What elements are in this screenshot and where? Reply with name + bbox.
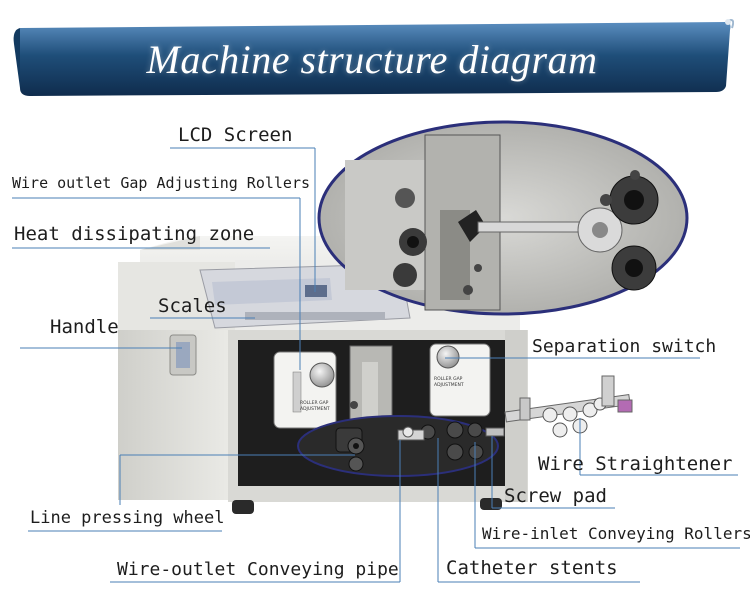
wire-straightener	[504, 375, 633, 438]
magnifier-loupe	[317, 120, 689, 316]
gap-adjust-knob-left	[309, 362, 335, 388]
label-separation-switch: Separation switch	[532, 336, 717, 357]
lcd-screen	[305, 285, 327, 297]
separation-switch	[436, 345, 460, 369]
roller-zoom-oval	[297, 415, 499, 477]
label-wire-outlet-pipe: Wire-outlet Conveying pipe	[117, 559, 399, 580]
wire-inlet-rollers	[420, 421, 484, 461]
scale-strip	[245, 312, 385, 320]
label-wire-inlet-rollers: Wire-inlet Conveying Rollers	[482, 524, 750, 543]
knob-left-line1: ROLLER GAP	[300, 400, 329, 406]
knob-left-line2: ADJUSTMENT	[300, 406, 330, 412]
label-wire-straightener: Wire Straightener	[538, 453, 733, 475]
label-wire-outlet-gap-rollers: Wire outlet Gap Adjusting Rollers	[12, 174, 311, 192]
label-lcd-screen: LCD Screen	[178, 124, 293, 146]
label-screw-pad: Screw pad	[504, 485, 607, 507]
banner-ribbon	[13, 19, 735, 96]
label-catheter-stents: Catheter stents	[446, 557, 618, 579]
page-title: Machine structure diagram	[146, 37, 598, 82]
gap-adjust-plate-left	[273, 351, 337, 429]
knob-right-line2: ADJUSTMENT	[434, 382, 464, 388]
title-banner: Machine structure diagram	[12, 14, 735, 100]
leader-lines	[12, 147, 740, 583]
label-scales: Scales	[158, 295, 227, 317]
label-line-pressing-wheel: Line pressing wheel	[30, 508, 225, 528]
label-handle: Handle	[50, 316, 119, 338]
line-pressing-wheel	[335, 427, 365, 472]
label-heat-zone: Heat dissipating zone	[14, 223, 255, 245]
knob-right-line1: ROLLER GAP	[434, 376, 463, 382]
